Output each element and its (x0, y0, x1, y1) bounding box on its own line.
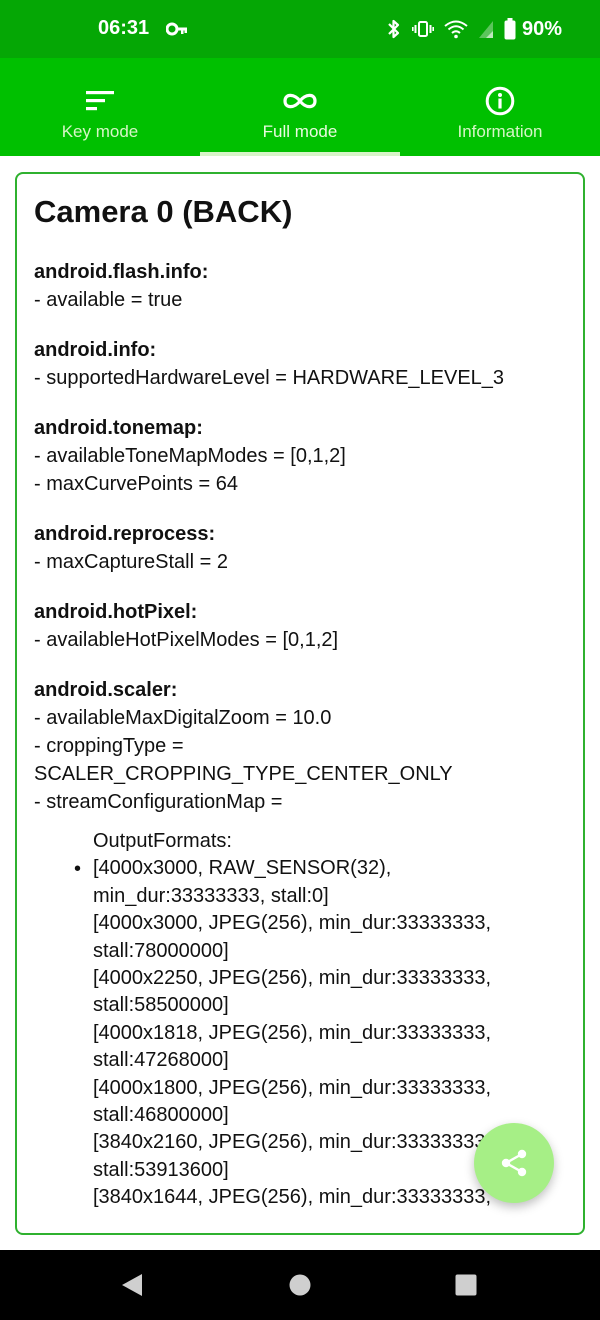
property-line: SCALER_CROPPING_TYPE_CENTER_ONLY (34, 763, 453, 785)
section-flash-info: android.flash.info: - available = true (34, 258, 583, 314)
status-icons: 90% (386, 16, 562, 42)
share-icon (501, 1149, 527, 1177)
property-line: - maxCurvePoints = 64 (34, 473, 238, 495)
format-line: [3840x2160, JPEG(256), min_dur:33333333, (93, 1131, 492, 1154)
section-scaler: android.scaler: - availableMaxDigitalZoo… (34, 676, 583, 1212)
format-line: [4000x1818, JPEG(256), min_dur:33333333, (93, 1021, 492, 1044)
section-title: android.reprocess: (34, 523, 216, 545)
output-formats-list: • OutputFormats: [4000x3000, RAW_SENSOR(… (34, 828, 583, 1212)
bluetooth-icon (388, 19, 400, 39)
section-title: android.tonemap: (34, 417, 203, 439)
property-line: - availableMaxDigitalZoom = 10.0 (34, 707, 332, 729)
key-icon (166, 22, 187, 36)
list-icon (86, 86, 114, 116)
property-line: - supportedHardwareLevel = HARDWARE_LEVE… (34, 367, 505, 389)
signal-icon (478, 21, 493, 38)
section-title: android.hotPixel: (34, 601, 198, 623)
format-line: stall:78000000] (93, 939, 229, 962)
property-line: - streamConfigurationMap = (34, 791, 283, 813)
camera-info-card[interactable]: Camera 0 (BACK) android.flash.info: - av… (15, 172, 585, 1235)
battery-icon (504, 18, 516, 40)
section-reprocess: android.reprocess: - maxCaptureStall = 2 (34, 520, 583, 576)
format-line: min_dur:33333333, stall:0] (93, 884, 329, 907)
status-bar: 06:31 90% (0, 0, 600, 58)
share-button[interactable] (474, 1123, 554, 1203)
tab-label: Key mode (61, 122, 139, 141)
vibrate-icon (411, 21, 434, 37)
section-info: android.info: - supportedHardwareLevel =… (34, 336, 583, 392)
property-line: - croppingType = (34, 735, 184, 757)
tab-indicator (200, 152, 400, 156)
format-line: [4000x2250, JPEG(256), min_dur:33333333, (93, 967, 492, 990)
tab-bar: Key mode Full mode Information (0, 58, 600, 156)
format-line: stall:53913600] (93, 1158, 229, 1181)
battery-percent: 90% (521, 17, 562, 40)
list-bullet: • (74, 858, 82, 880)
infinity-icon (281, 86, 319, 116)
camera-title: Camera 0 (BACK) (34, 194, 293, 229)
tab-label: Information (457, 122, 543, 141)
tab-information[interactable]: Information (400, 58, 600, 156)
property-line: - availableToneMapModes = [0,1,2] (34, 445, 346, 467)
home-icon[interactable] (289, 1273, 311, 1297)
format-line: [4000x1800, JPEG(256), min_dur:33333333, (93, 1076, 492, 1099)
section-hot-pixel: android.hotPixel: - availableHotPixelMod… (34, 598, 583, 654)
section-title: android.flash.info: (34, 261, 209, 283)
tab-full-mode[interactable]: Full mode (200, 58, 400, 156)
info-icon (485, 86, 515, 116)
property-line: - available = true (34, 289, 183, 311)
format-line: [3840x1644, JPEG(256), min_dur:33333333, (93, 1186, 492, 1209)
tab-label: Full mode (262, 122, 338, 141)
status-time: 06:31 (98, 17, 150, 39)
format-line: OutputFormats: (93, 830, 232, 852)
format-line: [4000x3000, RAW_SENSOR(32), (93, 857, 392, 880)
wifi-icon (444, 20, 468, 39)
section-title: android.info: (34, 339, 157, 361)
format-line: stall:46800000] (93, 1104, 229, 1127)
format-line: stall:58500000] (93, 994, 229, 1017)
section-tonemap: android.tonemap: - availableToneMapModes… (34, 414, 583, 498)
navigation-bar (0, 1250, 600, 1320)
recents-icon[interactable] (455, 1273, 477, 1297)
format-line: [4000x3000, JPEG(256), min_dur:33333333, (93, 912, 492, 935)
section-title: android.scaler: (34, 679, 178, 701)
format-line: stall:47268000] (93, 1049, 229, 1072)
tab-key-mode[interactable]: Key mode (0, 58, 200, 156)
property-line: - availableHotPixelModes = [0,1,2] (34, 629, 339, 651)
property-line: - maxCaptureStall = 2 (34, 551, 228, 573)
back-icon[interactable] (121, 1273, 143, 1297)
